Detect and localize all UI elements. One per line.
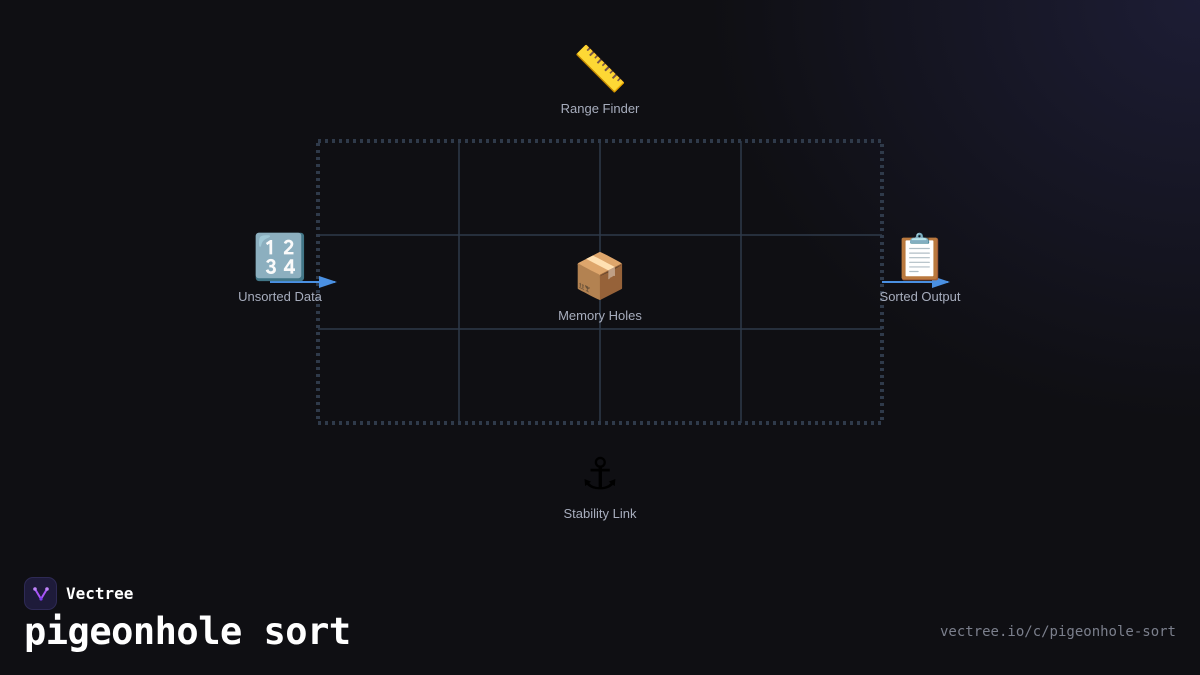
node-unsorted-data: 🔢 Unsorted Data <box>238 232 322 305</box>
brand-name: Vectree <box>66 584 134 603</box>
node-stability-link: ⚓ Stability Link <box>563 449 637 522</box>
ruler-icon: 📏 <box>572 44 628 95</box>
page-title: pigeonhole sort <box>24 610 351 653</box>
node-label: Stability Link <box>563 506 637 521</box>
node-label: Range Finder <box>560 101 640 116</box>
node-label: Memory Holes <box>558 308 642 323</box>
anchor-icon: ⚓ <box>580 449 620 500</box>
clipboard-icon: 📋 <box>892 232 948 283</box>
page-url[interactable]: vectree.io/c/pigeonhole-sort <box>939 624 1176 640</box>
node-memory-holes: 📦 Memory Holes <box>558 251 642 324</box>
node-label: Unsorted Data <box>238 289 322 304</box>
node-range-finder: 📏 Range Finder <box>560 44 640 117</box>
memory-grid-border <box>316 139 884 425</box>
package-icon: 📦 <box>572 251 628 302</box>
vectree-logo-icon <box>24 577 57 610</box>
numbers-1234-icon: 🔢 <box>252 232 308 283</box>
memory-grid <box>318 141 882 423</box>
node-label: Sorted Output <box>879 289 961 304</box>
node-sorted-output: 📋 Sorted Output <box>879 232 961 305</box>
brand: Vectree <box>24 577 133 610</box>
